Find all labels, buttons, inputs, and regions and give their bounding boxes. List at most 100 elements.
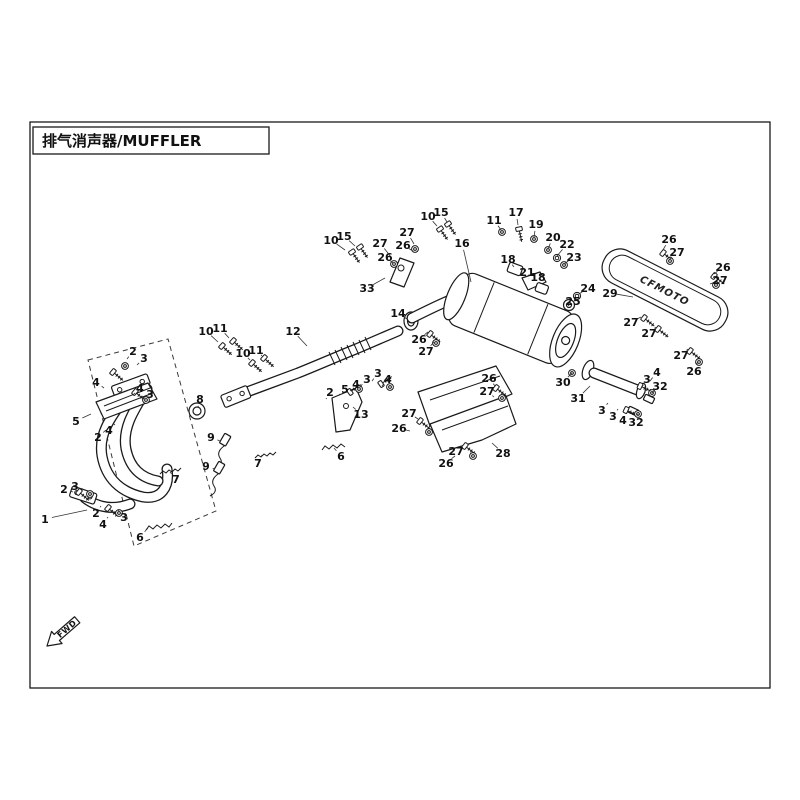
callout-leader — [336, 243, 346, 251]
callout-leader — [414, 416, 419, 420]
callout-2: 2 — [92, 507, 100, 520]
callout-leader — [359, 384, 363, 388]
callout-leader — [511, 264, 515, 268]
bolt-icon — [514, 225, 526, 243]
callout-18: 18 — [500, 253, 515, 266]
washer-icon — [86, 490, 94, 498]
callout-17: 17 — [508, 206, 523, 219]
callout-leader — [567, 372, 573, 378]
fwd-arrow: FWD — [46, 616, 81, 647]
callout-29: 29 — [602, 287, 617, 300]
callout-leader — [641, 384, 644, 388]
callout-20: 20 — [545, 231, 561, 244]
callout-leader — [709, 282, 714, 285]
callout-leader — [338, 393, 341, 396]
callout-leader — [349, 389, 352, 392]
callout-leader — [297, 335, 308, 347]
callout-leader — [696, 360, 699, 365]
callout-leader — [141, 397, 145, 401]
callout-leader — [491, 442, 499, 449]
callout-leader — [649, 377, 654, 382]
header-flange — [110, 373, 151, 397]
flex-braid-section — [328, 336, 372, 366]
callout-leader — [444, 217, 448, 223]
callout-15: 15 — [433, 206, 448, 219]
callout-3: 3 — [643, 373, 651, 386]
callout-33: 33 — [359, 282, 374, 295]
callout-leader — [616, 293, 634, 298]
bolt-icon — [108, 367, 126, 384]
callout-leader — [348, 240, 356, 247]
callout-2: 2 — [326, 386, 334, 399]
pipe-inlet-flange — [220, 385, 252, 408]
washer-icon — [425, 428, 433, 436]
callout-leader — [606, 402, 609, 405]
callout-4: 4 — [384, 373, 392, 386]
callout-leader — [352, 406, 356, 410]
title-box — [32, 126, 270, 155]
callout-leader — [210, 335, 219, 343]
callout-leader — [70, 490, 74, 493]
callout-leader — [99, 505, 102, 508]
callout-leader — [516, 218, 519, 226]
callout-leader — [430, 341, 435, 347]
callout-leader — [169, 471, 172, 474]
callout-leader — [384, 248, 392, 258]
callout-4: 4 — [619, 414, 627, 427]
callout-leader — [217, 439, 221, 442]
callout-leader — [497, 225, 502, 231]
callout-27: 27 — [669, 246, 684, 259]
muffler-body — [389, 257, 583, 368]
callout-leader — [117, 509, 120, 512]
callout-leader — [224, 332, 230, 339]
callout-leader — [260, 354, 263, 357]
callout-leader — [106, 516, 109, 519]
callout-2: 2 — [129, 345, 137, 358]
callout-10: 10 — [420, 210, 436, 223]
callout-23: 23 — [566, 251, 581, 264]
washer-icon — [498, 394, 506, 402]
pipe-heat-shield — [95, 382, 158, 420]
callout-9: 9 — [202, 460, 210, 473]
callout-leader — [372, 277, 386, 285]
callout-leader — [626, 412, 628, 415]
callout-28: 28 — [495, 447, 510, 460]
callout-leader — [405, 429, 411, 432]
callout-27: 27 — [448, 445, 463, 458]
bolt-icon — [435, 225, 451, 242]
callout-4: 4 — [653, 366, 661, 379]
callout-11: 11 — [212, 322, 227, 335]
page-title: 排气消声器/MUFFLER — [42, 132, 202, 150]
gasket-ring-8 — [188, 402, 206, 420]
callout-leader — [82, 413, 92, 419]
callout-26: 26 — [377, 251, 393, 264]
callout-leader — [686, 348, 689, 351]
callout-27: 27 — [673, 349, 688, 362]
callout-11: 11 — [248, 344, 263, 357]
callout-27: 27 — [479, 385, 494, 398]
callout-26: 26 — [391, 422, 407, 435]
spring-icon — [159, 467, 182, 475]
callout-32: 32 — [652, 380, 667, 393]
pipe-bracket-13 — [331, 387, 363, 433]
bolt-icon — [653, 324, 671, 341]
callout-leader — [616, 408, 619, 411]
bolt-icon — [347, 248, 363, 265]
callout-26: 26 — [715, 261, 731, 274]
callout-10: 10 — [323, 234, 339, 247]
callout-3: 3 — [120, 511, 128, 524]
mid-exhaust-pipe — [159, 311, 419, 497]
callout-7: 7 — [254, 457, 262, 470]
callout-3: 3 — [146, 388, 154, 401]
callout-9: 9 — [207, 431, 215, 444]
callout-26: 26 — [411, 333, 427, 346]
callout-4: 4 — [92, 376, 100, 389]
callout-31: 31 — [570, 392, 585, 405]
callout-11: 11 — [486, 214, 501, 227]
callout-30: 30 — [555, 376, 571, 389]
upper-heat-shield: CFMOTO — [601, 248, 729, 332]
callout-leader — [424, 331, 429, 336]
callout-5: 5 — [341, 383, 349, 396]
callout-leader — [651, 390, 655, 394]
